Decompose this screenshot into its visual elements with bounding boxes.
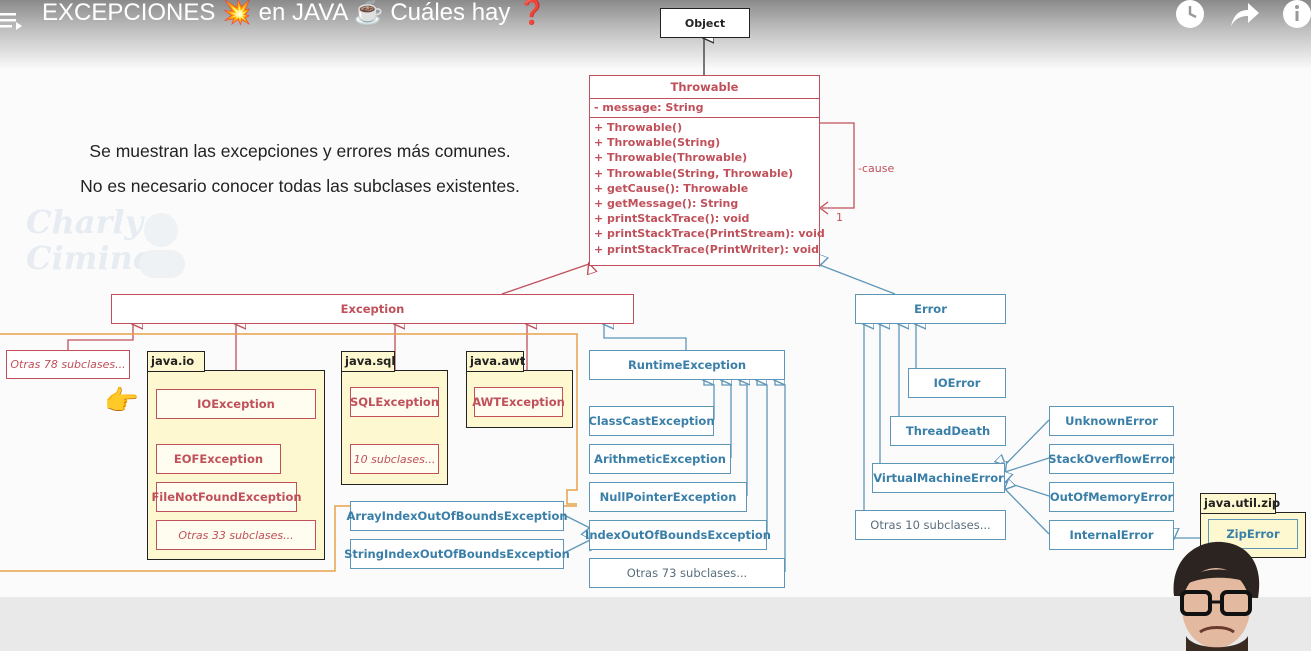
threaddeath-class: ThreadDeath bbox=[890, 416, 1006, 446]
method-item: + printStackTrace(): void bbox=[594, 212, 750, 226]
method-item: + printStackTrace(PrintWriter): void bbox=[594, 242, 820, 256]
other-73-subclasses: Otras 73 subclases... bbox=[589, 558, 785, 588]
unknownerror-class: UnknownError bbox=[1049, 406, 1174, 436]
java-io-tab: java.io bbox=[147, 351, 205, 372]
indexoutofboundsexception-class: IndexOutOfBoundsException bbox=[585, 520, 771, 550]
throwable-class: Throwable - message: String + Throwable(… bbox=[589, 75, 825, 266]
object-class: Object bbox=[660, 8, 750, 38]
virtualmachineerror-class: VirtualMachineError bbox=[872, 463, 1005, 493]
watermark-line-1: Charly bbox=[26, 203, 144, 241]
throwable-name: Throwable bbox=[590, 76, 819, 99]
exception-class: Exception bbox=[111, 294, 634, 324]
throwable-methods: + Throwable() + Throwable(String) + Thro… bbox=[590, 118, 825, 259]
java-awt-tab: java.awt bbox=[466, 351, 525, 372]
nullpointerexception-class: NullPointerException bbox=[589, 482, 747, 512]
cause-multiplicity: 1 bbox=[836, 211, 843, 224]
method-item: + printStackTrace(PrintStream): void bbox=[594, 227, 825, 241]
outofmemoryerror-class: OutOfMemoryError bbox=[1049, 482, 1174, 512]
video-title[interactable]: EXCEPCIONES 💥 en JAVA ☕ Cuáles hay ❓ bbox=[42, 0, 547, 26]
internalerror-class: InternalError bbox=[1049, 520, 1174, 550]
pointing-hand-icon: 👉 bbox=[104, 384, 139, 417]
classcastexception-class: ClassCastException bbox=[588, 406, 715, 436]
video-top-bar bbox=[0, 0, 1311, 70]
java-util-zip-tab: java.util.zip bbox=[1200, 493, 1280, 514]
watermark-avatar-icon bbox=[139, 213, 185, 278]
filenotfoundexception-class: FileNotFoundException bbox=[151, 482, 302, 512]
watermark-line-2: Cimino bbox=[26, 239, 155, 277]
arrayindexoutofboundsexception-class: ArrayIndexOutOfBoundsException bbox=[346, 501, 568, 531]
method-item: + getCause(): Throwable bbox=[594, 181, 749, 195]
awtexception-class: AWTException bbox=[472, 387, 565, 417]
error-class: Error bbox=[855, 294, 1006, 324]
share-icon[interactable] bbox=[1228, 0, 1260, 30]
sqlexception-class: SQLException bbox=[350, 387, 439, 417]
other-78-subclasses: Otras 78 subclases... bbox=[6, 350, 130, 379]
arithmeticexception-class: ArithmeticException bbox=[589, 444, 731, 474]
method-item: + Throwable(Throwable) bbox=[594, 151, 748, 165]
clock-icon[interactable] bbox=[1174, 0, 1206, 30]
ioexception-class: IOException bbox=[156, 389, 316, 419]
stringindexoutofboundsexception-class: StringIndexOutOfBoundsException bbox=[344, 539, 570, 569]
eofexception-class: EOFException bbox=[156, 444, 281, 474]
other-33-subclasses: Otras 33 subclases... bbox=[156, 520, 316, 550]
ioerror-class: IOError bbox=[908, 368, 1006, 398]
method-item: + Throwable(String, Throwable) bbox=[594, 166, 794, 180]
slide-footer-band bbox=[0, 597, 1311, 651]
other-10-subclasses: Otras 10 subclases... bbox=[855, 510, 1006, 540]
runtimeexception-class: RuntimeException bbox=[589, 350, 785, 380]
java-sql-tab: java.sql bbox=[341, 351, 395, 372]
method-item: + Throwable() bbox=[594, 121, 683, 134]
menu-icon[interactable] bbox=[0, 10, 24, 30]
cause-label: -cause bbox=[858, 162, 895, 175]
method-item: + Throwable(String) bbox=[594, 136, 721, 150]
intro-line-2: No es necesario conocer todas las subcla… bbox=[80, 176, 520, 196]
stackoverflowerror-class: StackOverflowError bbox=[1048, 444, 1175, 474]
method-item: + getMessage(): String bbox=[594, 197, 739, 211]
presenter-webcam-image bbox=[1173, 541, 1260, 651]
info-icon[interactable] bbox=[1281, 0, 1311, 30]
sql-10-subclasses: 10 subclases... bbox=[350, 444, 439, 474]
intro-line-1: Se muestran las excepciones y errores má… bbox=[89, 141, 511, 161]
throwable-attribute: - message: String bbox=[590, 99, 819, 118]
watermark-logo: Charly Cimino bbox=[26, 204, 154, 276]
